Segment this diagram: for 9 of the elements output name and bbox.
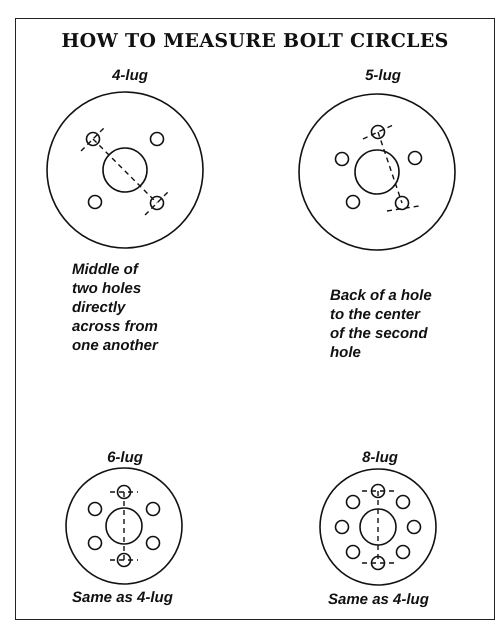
- wheel-label: 6-lug: [106, 448, 144, 467]
- caption: Same as 4-lug: [328, 590, 430, 609]
- caption: Back of a hole to the center of the second hole: [330, 286, 433, 362]
- wheel-label: 4-lug: [111, 66, 149, 85]
- caption: Same as 4-lug: [72, 588, 174, 607]
- wheel-label: 8-lug: [361, 448, 399, 467]
- caption: Middle of two holes directly across from one another: [72, 260, 160, 355]
- title: HOW TO MEASURE BOLT CIRCLES: [60, 30, 450, 52]
- wheel-label: 5-lug: [364, 66, 402, 85]
